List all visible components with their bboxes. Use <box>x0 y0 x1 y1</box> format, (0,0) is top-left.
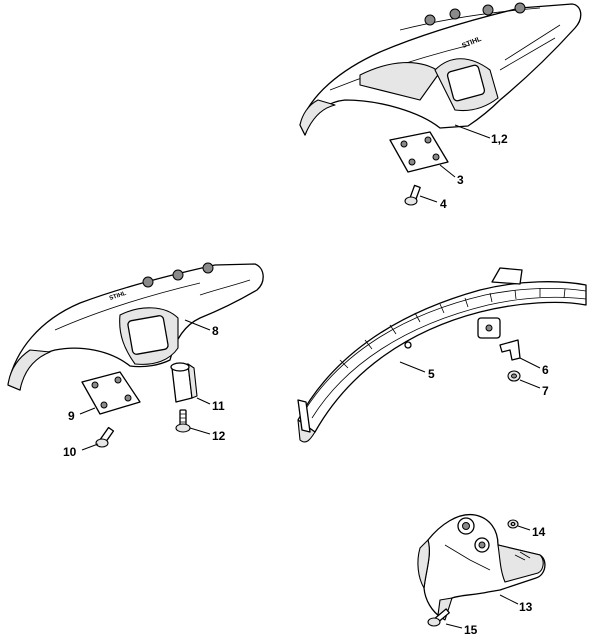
callout-15: 15 <box>464 623 478 637</box>
deflector-housing-left: STIHL <box>7 262 264 391</box>
mounting-plate-top <box>389 131 449 173</box>
deflector-housing-top: STIHL <box>299 2 582 136</box>
bracket-left <box>170 362 198 403</box>
callout-1-2: 1,2 <box>491 132 508 146</box>
clip-right <box>499 339 521 361</box>
callout-7: 7 <box>542 384 549 398</box>
callout-12: 12 <box>212 429 226 443</box>
svg-text:STIHL: STIHL <box>109 291 128 302</box>
screw-top <box>404 184 421 206</box>
mounting-plate-left <box>81 371 141 415</box>
screw-left <box>95 426 115 448</box>
callout-6: 6 <box>542 363 549 377</box>
screw-bracket <box>175 409 191 433</box>
screw-right <box>507 370 521 382</box>
callout-5: 5 <box>428 367 435 381</box>
callout-11: 11 <box>212 399 225 413</box>
washer-bottom <box>507 519 519 529</box>
mounting-bracket-bottom <box>417 513 546 621</box>
callout-9: 9 <box>68 409 75 423</box>
callout-14: 14 <box>532 525 546 539</box>
callout-4: 4 <box>440 197 447 211</box>
callout-8: 8 <box>212 324 219 338</box>
deflector-extension <box>297 267 587 443</box>
screw-bottom <box>427 608 450 627</box>
callout-10: 10 <box>63 445 77 459</box>
callout-13: 13 <box>519 600 533 614</box>
callout-3: 3 <box>457 173 464 187</box>
leader-1-2 <box>454 124 491 139</box>
